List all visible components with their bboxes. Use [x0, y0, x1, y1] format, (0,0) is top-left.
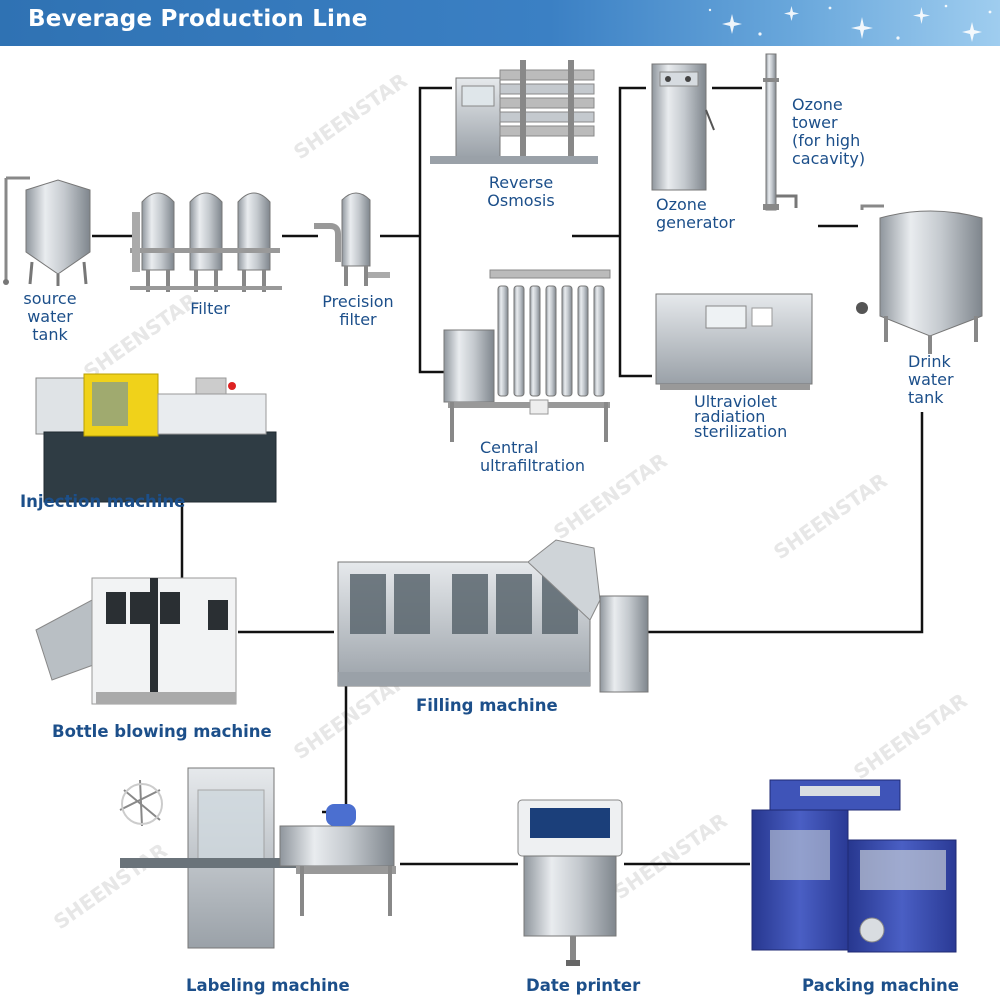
date-printer-icon	[517, 799, 623, 966]
ozone-tower-icon	[763, 53, 798, 211]
svg-text:SHEENSTAR: SHEENSTAR	[769, 468, 891, 564]
label-drink-water-tank: Drink water tank	[908, 352, 954, 407]
drink-water-tank-icon	[856, 204, 983, 354]
label-ozone-tower: Ozone tower (for high cacavity)	[792, 95, 866, 168]
svg-text:SHEENSTAR: SHEENSTAR	[49, 838, 171, 934]
label-precision-filter: Precision filter	[322, 292, 394, 329]
label-filling-machine: Filling machine	[416, 696, 558, 715]
precision-filter-icon	[314, 192, 390, 286]
label-uv-sterilization: Ultraviolet radiation sterilization	[694, 392, 788, 441]
connector-lines	[92, 86, 924, 866]
source-water-tank-icon	[3, 176, 91, 286]
production-line-diagram: SHEENSTAR SHEENSTAR SHEENSTAR SHEENSTAR …	[3, 53, 983, 966]
page-title: Beverage Production Line	[28, 6, 368, 32]
reverse-osmosis-unit-icon	[430, 60, 598, 164]
header-banner: Beverage Production Line	[0, 0, 1000, 46]
label-source-water-tank: source water tank	[23, 289, 77, 344]
uv-sterilizer-icon	[655, 293, 813, 390]
label-packing-machine: Packing machine	[802, 976, 959, 995]
label-labeling-machine: Labeling machine	[186, 976, 350, 995]
label-bottle-blowing-machine: Bottle blowing machine	[52, 722, 272, 741]
ozone-generator-icon	[651, 63, 715, 191]
labeling-machine-icon	[119, 767, 396, 949]
label-reverse-osmosis: Reverse Osmosis	[487, 173, 555, 210]
label-date-printer: Date printer	[526, 976, 641, 995]
injection-machine-icon	[35, 373, 277, 503]
bottle-blowing-machine-icon	[35, 577, 237, 705]
label-central-ultrafiltration: Central ultrafiltration	[480, 438, 586, 475]
filling-machine-icon	[337, 539, 649, 693]
label-ozone-generator: Ozone generator	[656, 195, 736, 232]
packing-machine-icon	[751, 779, 957, 953]
ultrafiltration-unit-icon	[443, 269, 611, 442]
svg-text:SHEENSTAR: SHEENSTAR	[609, 808, 731, 904]
svg-text:SHEENSTAR: SHEENSTAR	[289, 68, 411, 164]
filter-tanks-icon	[130, 192, 282, 292]
header-sparkle-icon	[708, 4, 992, 42]
label-injection-machine: Injection machine	[20, 492, 186, 511]
svg-text:SHEENSTAR: SHEENSTAR	[849, 688, 971, 784]
label-filter: Filter	[190, 299, 230, 318]
